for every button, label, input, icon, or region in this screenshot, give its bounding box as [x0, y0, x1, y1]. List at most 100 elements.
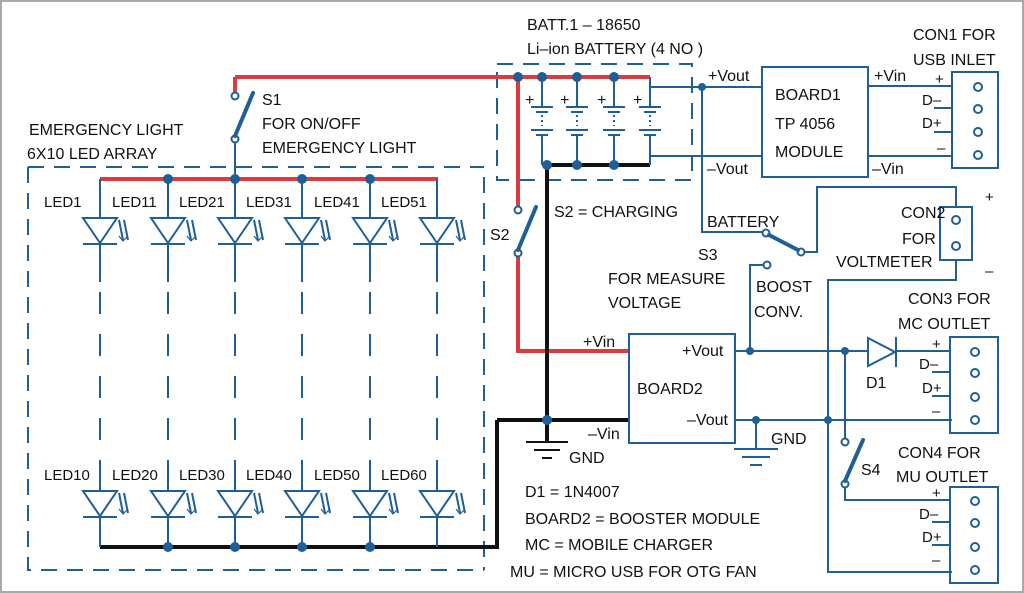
- s2-desc: S2 = CHARGING: [554, 204, 678, 221]
- led-label: LED41: [314, 194, 360, 211]
- emergency-title-1: EMERGENCY LIGHT: [29, 122, 184, 139]
- led-label: LED31: [246, 194, 292, 211]
- battery-title-1: BATT.1 – 18650: [527, 17, 641, 34]
- battery-cells: + + + +: [525, 72, 661, 170]
- battery-cell: +: [597, 72, 625, 170]
- led-label: LED51: [381, 194, 427, 211]
- board1-box: [761, 66, 869, 178]
- con3-pin-dminus: D–: [919, 356, 939, 373]
- diode-d1: [867, 336, 950, 368]
- battery-plus-sign: +: [597, 92, 606, 109]
- led: LED60: [381, 467, 466, 518]
- s3-battery-label: BATTERY: [707, 214, 780, 231]
- con3-pin-minus: –: [932, 403, 941, 420]
- emergency-title-2: 6X10 LED ARRAY: [27, 146, 158, 163]
- s4-to-con4: [844, 488, 950, 501]
- con4-pin-minus: –: [932, 552, 941, 569]
- led-label: LED10: [44, 467, 90, 484]
- led: LED51: [381, 194, 466, 245]
- switch-s1[interactable]: [230, 91, 255, 180]
- con4-pin-dplus: D+: [922, 529, 942, 546]
- led-array-enclosure: [27, 166, 485, 571]
- battery-plus-sign: +: [560, 92, 569, 109]
- legend-line-2: BOARD2 = BOOSTER MODULE: [525, 511, 760, 528]
- battery-cell: +: [525, 72, 553, 165]
- led-label: LED40: [246, 467, 292, 484]
- board1-type: MODULE: [775, 144, 843, 161]
- junction-dot: [609, 72, 619, 82]
- switch-s2[interactable]: [513, 205, 538, 258]
- con3-title-1: CON3 FOR: [908, 291, 991, 308]
- s2-label: S2: [490, 227, 510, 244]
- junction-dot: [163, 542, 173, 552]
- board2-name: BOARD2: [637, 381, 703, 398]
- con2-minus: –: [985, 263, 994, 280]
- s3-boost-label-2: CONV.: [754, 304, 803, 321]
- board1-neg-in-label: –Vin: [872, 161, 904, 178]
- battery-pack-enclosure: [496, 63, 693, 181]
- gnd2-label: GND: [771, 431, 807, 448]
- board2-neg-in-label: –Vin: [588, 426, 620, 443]
- led: LED21: [179, 194, 264, 245]
- led: LED41: [314, 194, 399, 245]
- led: LED31: [246, 194, 331, 245]
- led-label: LED20: [112, 467, 158, 484]
- led: LED10: [44, 467, 129, 518]
- junction-dot: [609, 160, 619, 170]
- s4-label: S4: [861, 462, 881, 479]
- junction-dot: [572, 72, 582, 82]
- con2-title-2: FOR: [902, 231, 936, 248]
- con2-title-3: VOLTMETER: [836, 254, 933, 271]
- battery-cell: +: [560, 72, 588, 170]
- con1-pin-dminus: D–: [922, 92, 942, 109]
- con3-data-pins: [932, 371, 950, 397]
- board1-neg-out-label: –Vout: [707, 161, 748, 178]
- battery-plus-sign: +: [633, 92, 642, 109]
- junction-dot: [230, 174, 240, 184]
- ground-symbol-1: [526, 441, 568, 459]
- led-label: LED60: [381, 467, 427, 484]
- junction-dot: [365, 174, 375, 184]
- s1-desc-2: EMERGENCY LIGHT: [262, 140, 417, 157]
- ground-symbol-2: [734, 448, 778, 466]
- led-label: LED21: [179, 194, 225, 211]
- junction-dot: [698, 83, 706, 91]
- junction-dot: [513, 72, 523, 82]
- gnd1-label: GND: [569, 450, 605, 467]
- led: LED11: [112, 194, 197, 245]
- s2-red-lead: [516, 77, 629, 353]
- board1-pos-out-label: +Vout: [708, 68, 750, 85]
- switch-s3[interactable]: [761, 228, 806, 270]
- led: LED1: [44, 194, 129, 245]
- con1-title-2: USB INLET: [913, 52, 996, 69]
- led: LED30: [179, 467, 264, 518]
- s1-label: S1: [262, 92, 282, 109]
- legend-line-1: D1 = 1N4007: [525, 484, 620, 501]
- con2-minus-lead: [827, 260, 957, 573]
- board1-pos-in-label: +Vin: [874, 68, 906, 85]
- junction-dot: [297, 542, 307, 552]
- s3-to-con2-plus: [805, 186, 957, 253]
- s3-desc-1: FOR MEASURE: [608, 271, 725, 288]
- battery-title-2: Li–ion BATTERY (4 NO ): [527, 41, 703, 58]
- junction-dot: [542, 415, 552, 425]
- junction-dot: [542, 160, 552, 170]
- board2-neg-out-label: –Vout: [687, 412, 728, 429]
- con4-title-1: CON4 FOR: [898, 445, 981, 462]
- switch-s4[interactable]: [840, 437, 865, 489]
- connector-con3: [949, 336, 999, 434]
- con1-pin-dplus: D+: [922, 115, 942, 132]
- s3-label: S3: [698, 247, 718, 264]
- junction-dot: [572, 160, 582, 170]
- led-label: LED1: [44, 194, 82, 211]
- con4-data-pins: [932, 521, 950, 546]
- board2-box: [628, 333, 736, 444]
- battery-cell: +: [633, 77, 661, 165]
- board1-name: BOARD1: [775, 87, 841, 104]
- con3-title-2: MC OUTLET: [898, 316, 991, 333]
- s1-desc-1: FOR ON/OFF: [262, 116, 361, 133]
- legend-line-3: MC = MOBILE CHARGER: [525, 537, 713, 554]
